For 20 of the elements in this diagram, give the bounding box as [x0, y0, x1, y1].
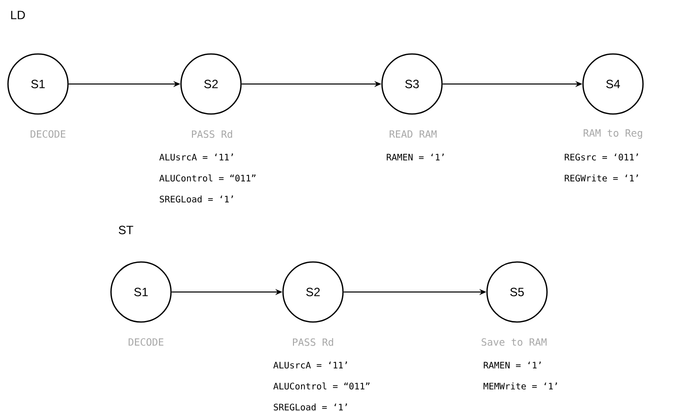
signal-assignment: ALUsrcA = ‘11’ [159, 154, 233, 160]
state-name: READ RAM [390, 130, 437, 138]
state-name: DECODE [30, 130, 66, 138]
state-name: Save to RAM [482, 338, 547, 346]
state-name: RAM to Reg [584, 129, 642, 139]
signal-assignment: ALUsrcA = ‘11’ [273, 362, 347, 368]
signal-assignment: MEMWrite = ‘1’ [484, 382, 557, 390]
state-name: PASS Rd [192, 130, 232, 138]
signal-assignment: SREGLoad = ‘1’ [160, 196, 233, 202]
signal-assignment: RAMEN = ‘1’ [386, 154, 444, 160]
signal-assignment: RAMEN = ‘1’ [484, 362, 541, 368]
state-name: DECODE [128, 338, 164, 346]
signal-assignment: REGWrite = ‘1’ [564, 174, 638, 182]
signal-assignment: ALUControl = “011” [159, 174, 256, 182]
state-name: PASS Rd [292, 338, 334, 346]
signal-assignment: ALUControl = “011” [273, 382, 370, 390]
sequence-label: LD [11, 10, 25, 20]
signal-assignment: SREGLoad = ‘1’ [274, 404, 347, 410]
signal-assignment: REGsrc = ‘011’ [564, 154, 638, 160]
sequence-label: ST [118, 226, 134, 234]
